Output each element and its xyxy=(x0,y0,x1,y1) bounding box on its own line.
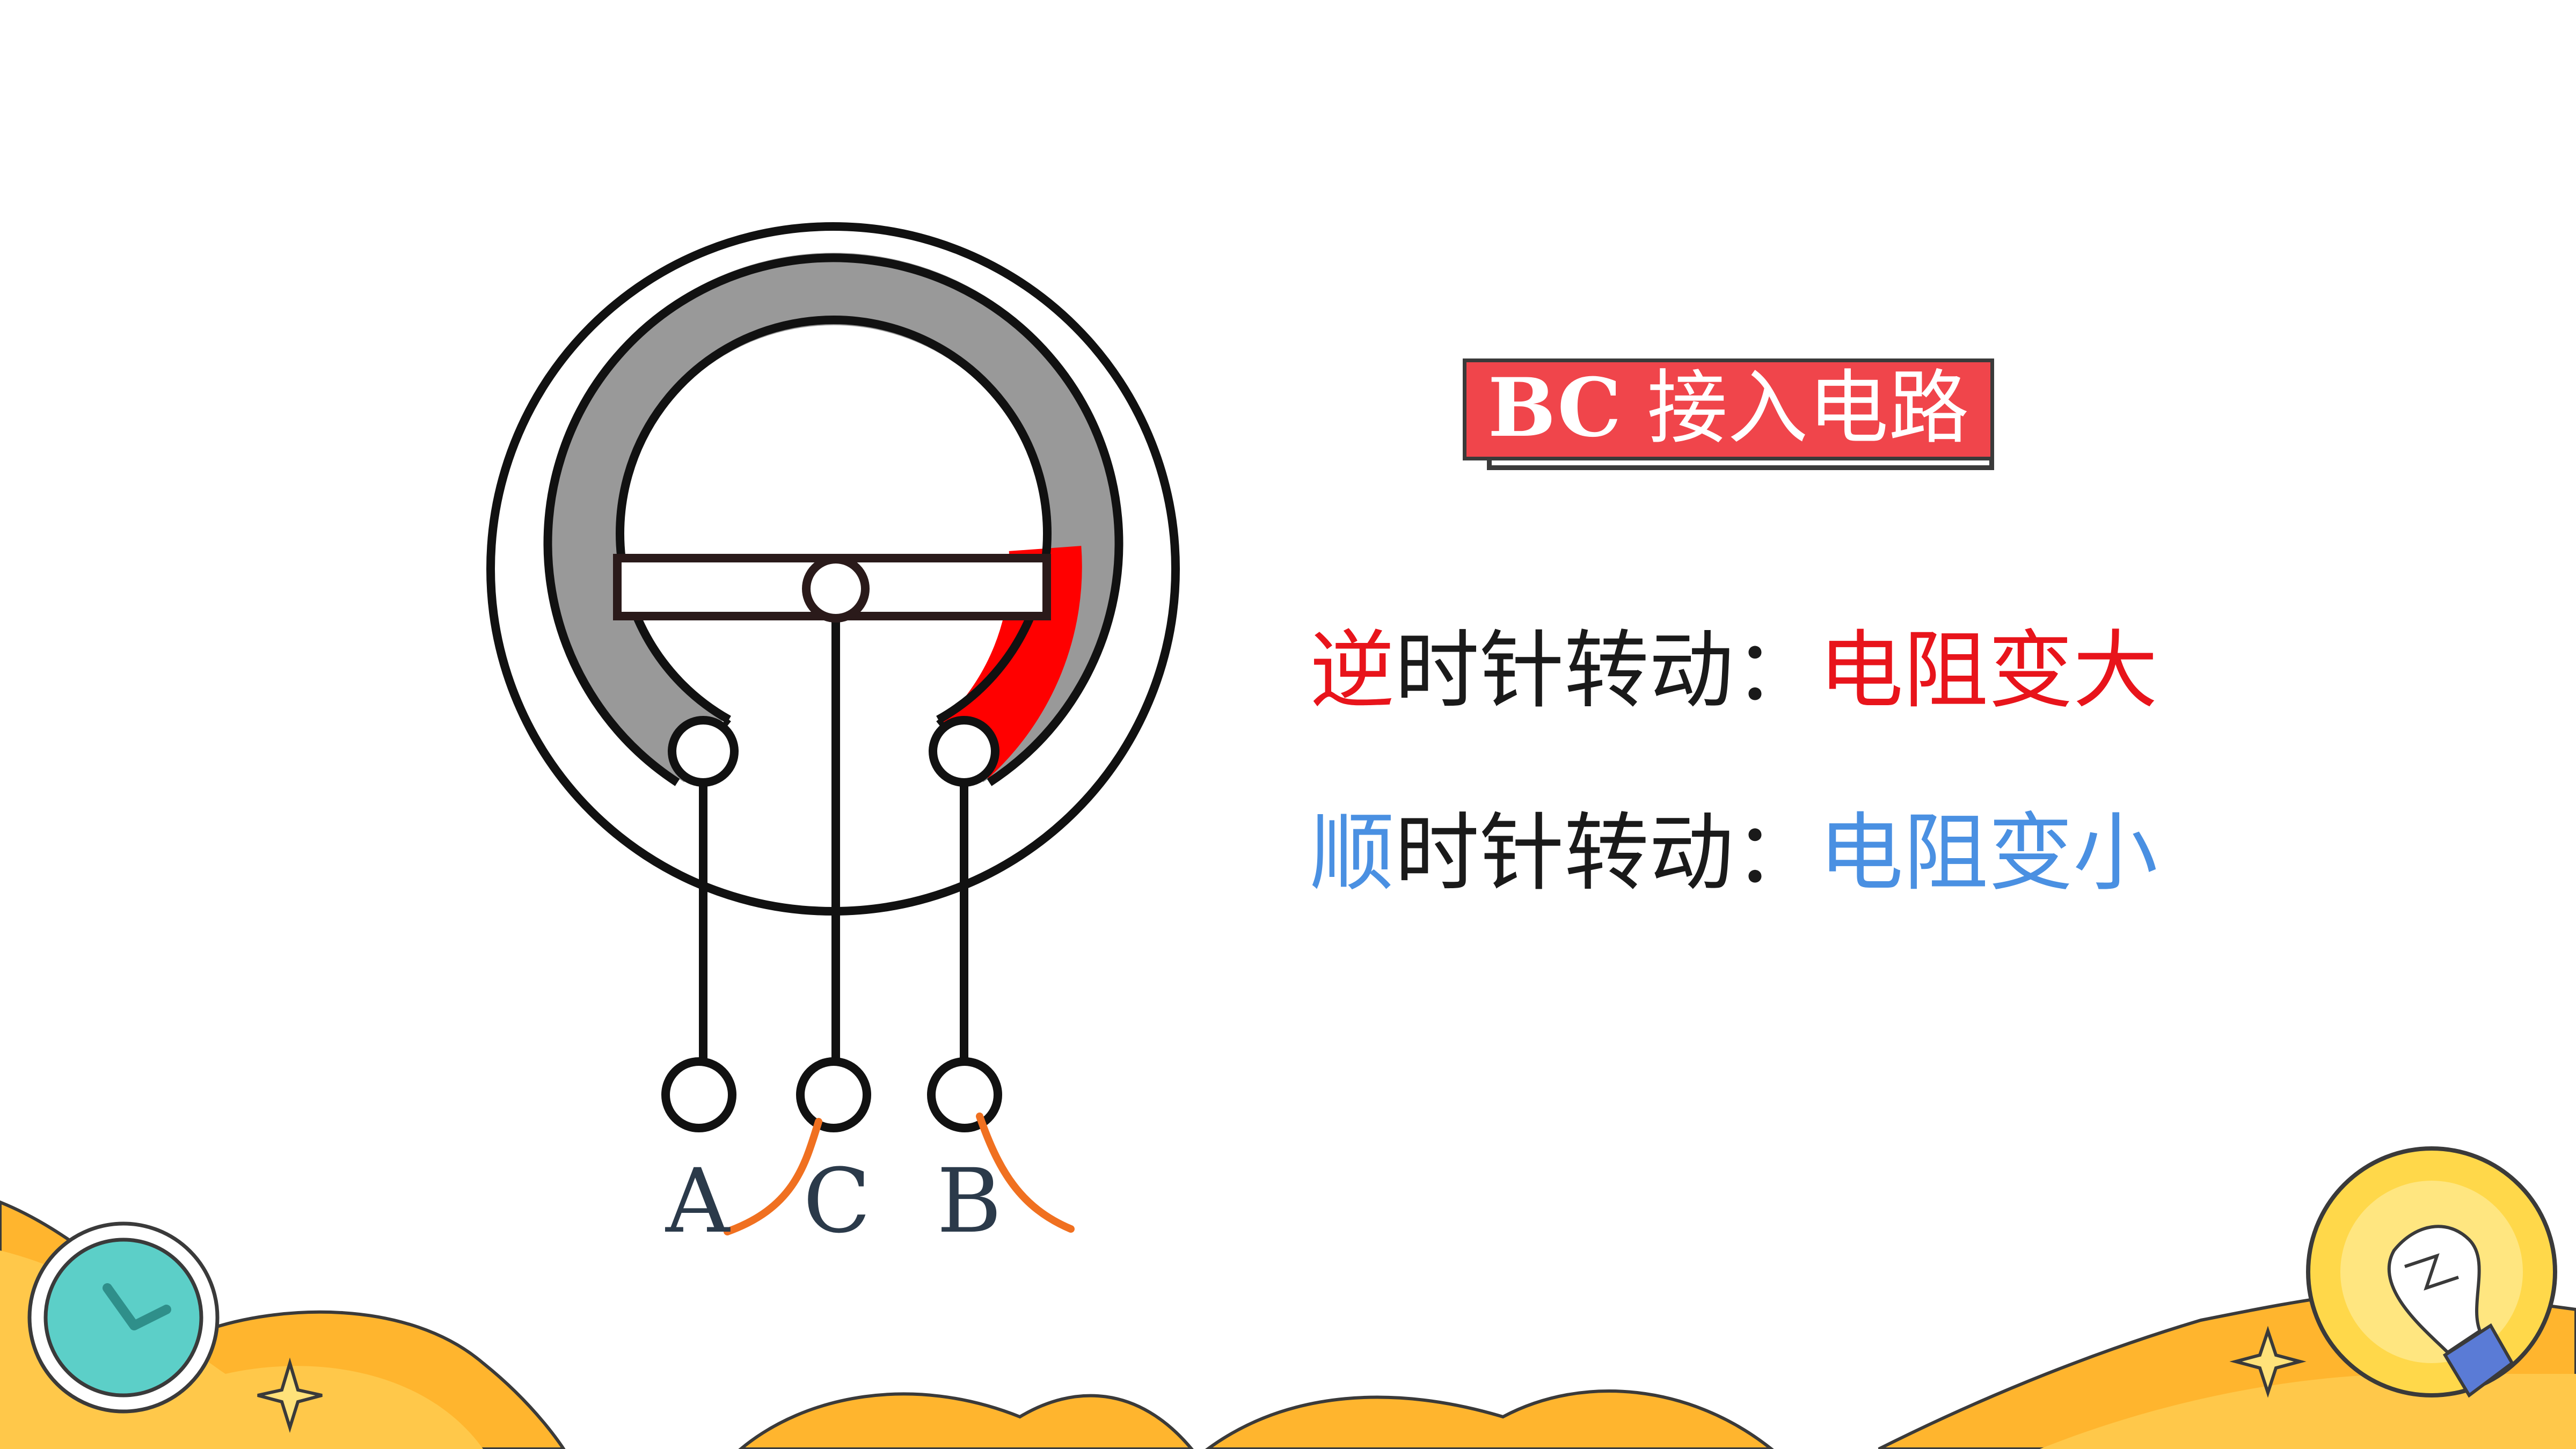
terminal-a xyxy=(661,1057,736,1132)
rule-counterclockwise: 逆时针转动：电阻变大 xyxy=(1310,617,2158,724)
lead-wire-c xyxy=(724,1118,822,1235)
terminal-b xyxy=(927,1057,1002,1132)
rule-cw-middle: 时针转动： xyxy=(1395,804,1819,903)
wiper-pivot xyxy=(802,555,870,623)
title-text: 接入电路 xyxy=(1647,362,1969,455)
rule-ccw-middle: 时针转动： xyxy=(1395,621,1819,720)
sparkle-icon xyxy=(2229,1326,2307,1398)
terminal-label-c: C xyxy=(803,1150,871,1253)
lightbulb-icon xyxy=(2306,1146,2557,1398)
terminal-label-b: B xyxy=(937,1150,1002,1253)
rule-cw-result: 电阻变小 xyxy=(1819,804,2158,903)
title-tag: BC 接入电路 xyxy=(1463,358,1994,470)
track-outer-edge xyxy=(543,253,1123,786)
rule-ccw-result: 电阻变大 xyxy=(1819,621,2158,720)
bottom-wave-center-right xyxy=(1205,1389,1774,1449)
terminal-c xyxy=(796,1057,871,1132)
title-tag-main: BC 接入电路 xyxy=(1463,358,1994,460)
bottom-wave-center-left xyxy=(738,1392,1194,1449)
joint-b xyxy=(929,716,999,787)
title-prefix: BC xyxy=(1487,361,1622,455)
rule-ccw-first-char: 逆 xyxy=(1310,621,1395,720)
rule-cw-first-char: 顺 xyxy=(1310,804,1395,903)
joint-a xyxy=(668,716,739,787)
lead-wire-b xyxy=(976,1113,1075,1233)
terminal-label-a: A xyxy=(666,1150,730,1253)
sparkle-icon xyxy=(257,1357,323,1433)
clock-icon xyxy=(27,1221,220,1414)
rule-clockwise: 顺时针转动：电阻变小 xyxy=(1310,800,2158,907)
